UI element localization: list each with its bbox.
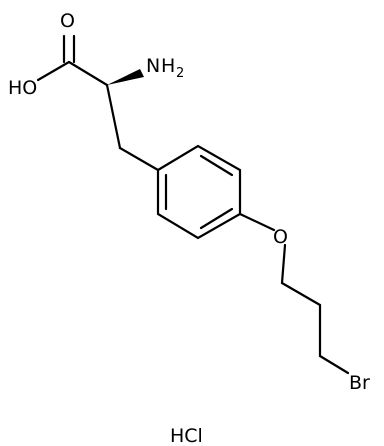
ring-double-bond-1	[199, 154, 234, 177]
hydroxyl-label: HO	[8, 77, 37, 99]
cbeta-ring-bond	[118, 146, 160, 172]
amine-subscript-label: 2	[176, 66, 184, 81]
ring-double-bond-2	[199, 207, 234, 230]
stereo-wedge-bond	[107, 69, 144, 85]
calpha-cbeta-bond	[105, 83, 122, 150]
ether-oxygen-label: O	[273, 226, 288, 248]
ether-chain-bond	[280, 243, 287, 285]
carbonyl-oxygen-label: O	[60, 10, 75, 32]
amine-nitrogen-label: N	[146, 55, 160, 77]
hcl-salt-label: HCl	[170, 425, 203, 446]
chain-bromine-bond	[318, 354, 350, 375]
acid-c-calpha-bond	[67, 60, 109, 87]
amine-hydrogen-label: H	[161, 55, 175, 77]
bromine-label: Br	[349, 372, 370, 394]
benzene-ring	[156, 144, 242, 240]
chain-bond-1	[280, 281, 322, 307]
acid-c-oh-bond	[36, 60, 71, 82]
ring-ether-bond	[238, 212, 276, 232]
